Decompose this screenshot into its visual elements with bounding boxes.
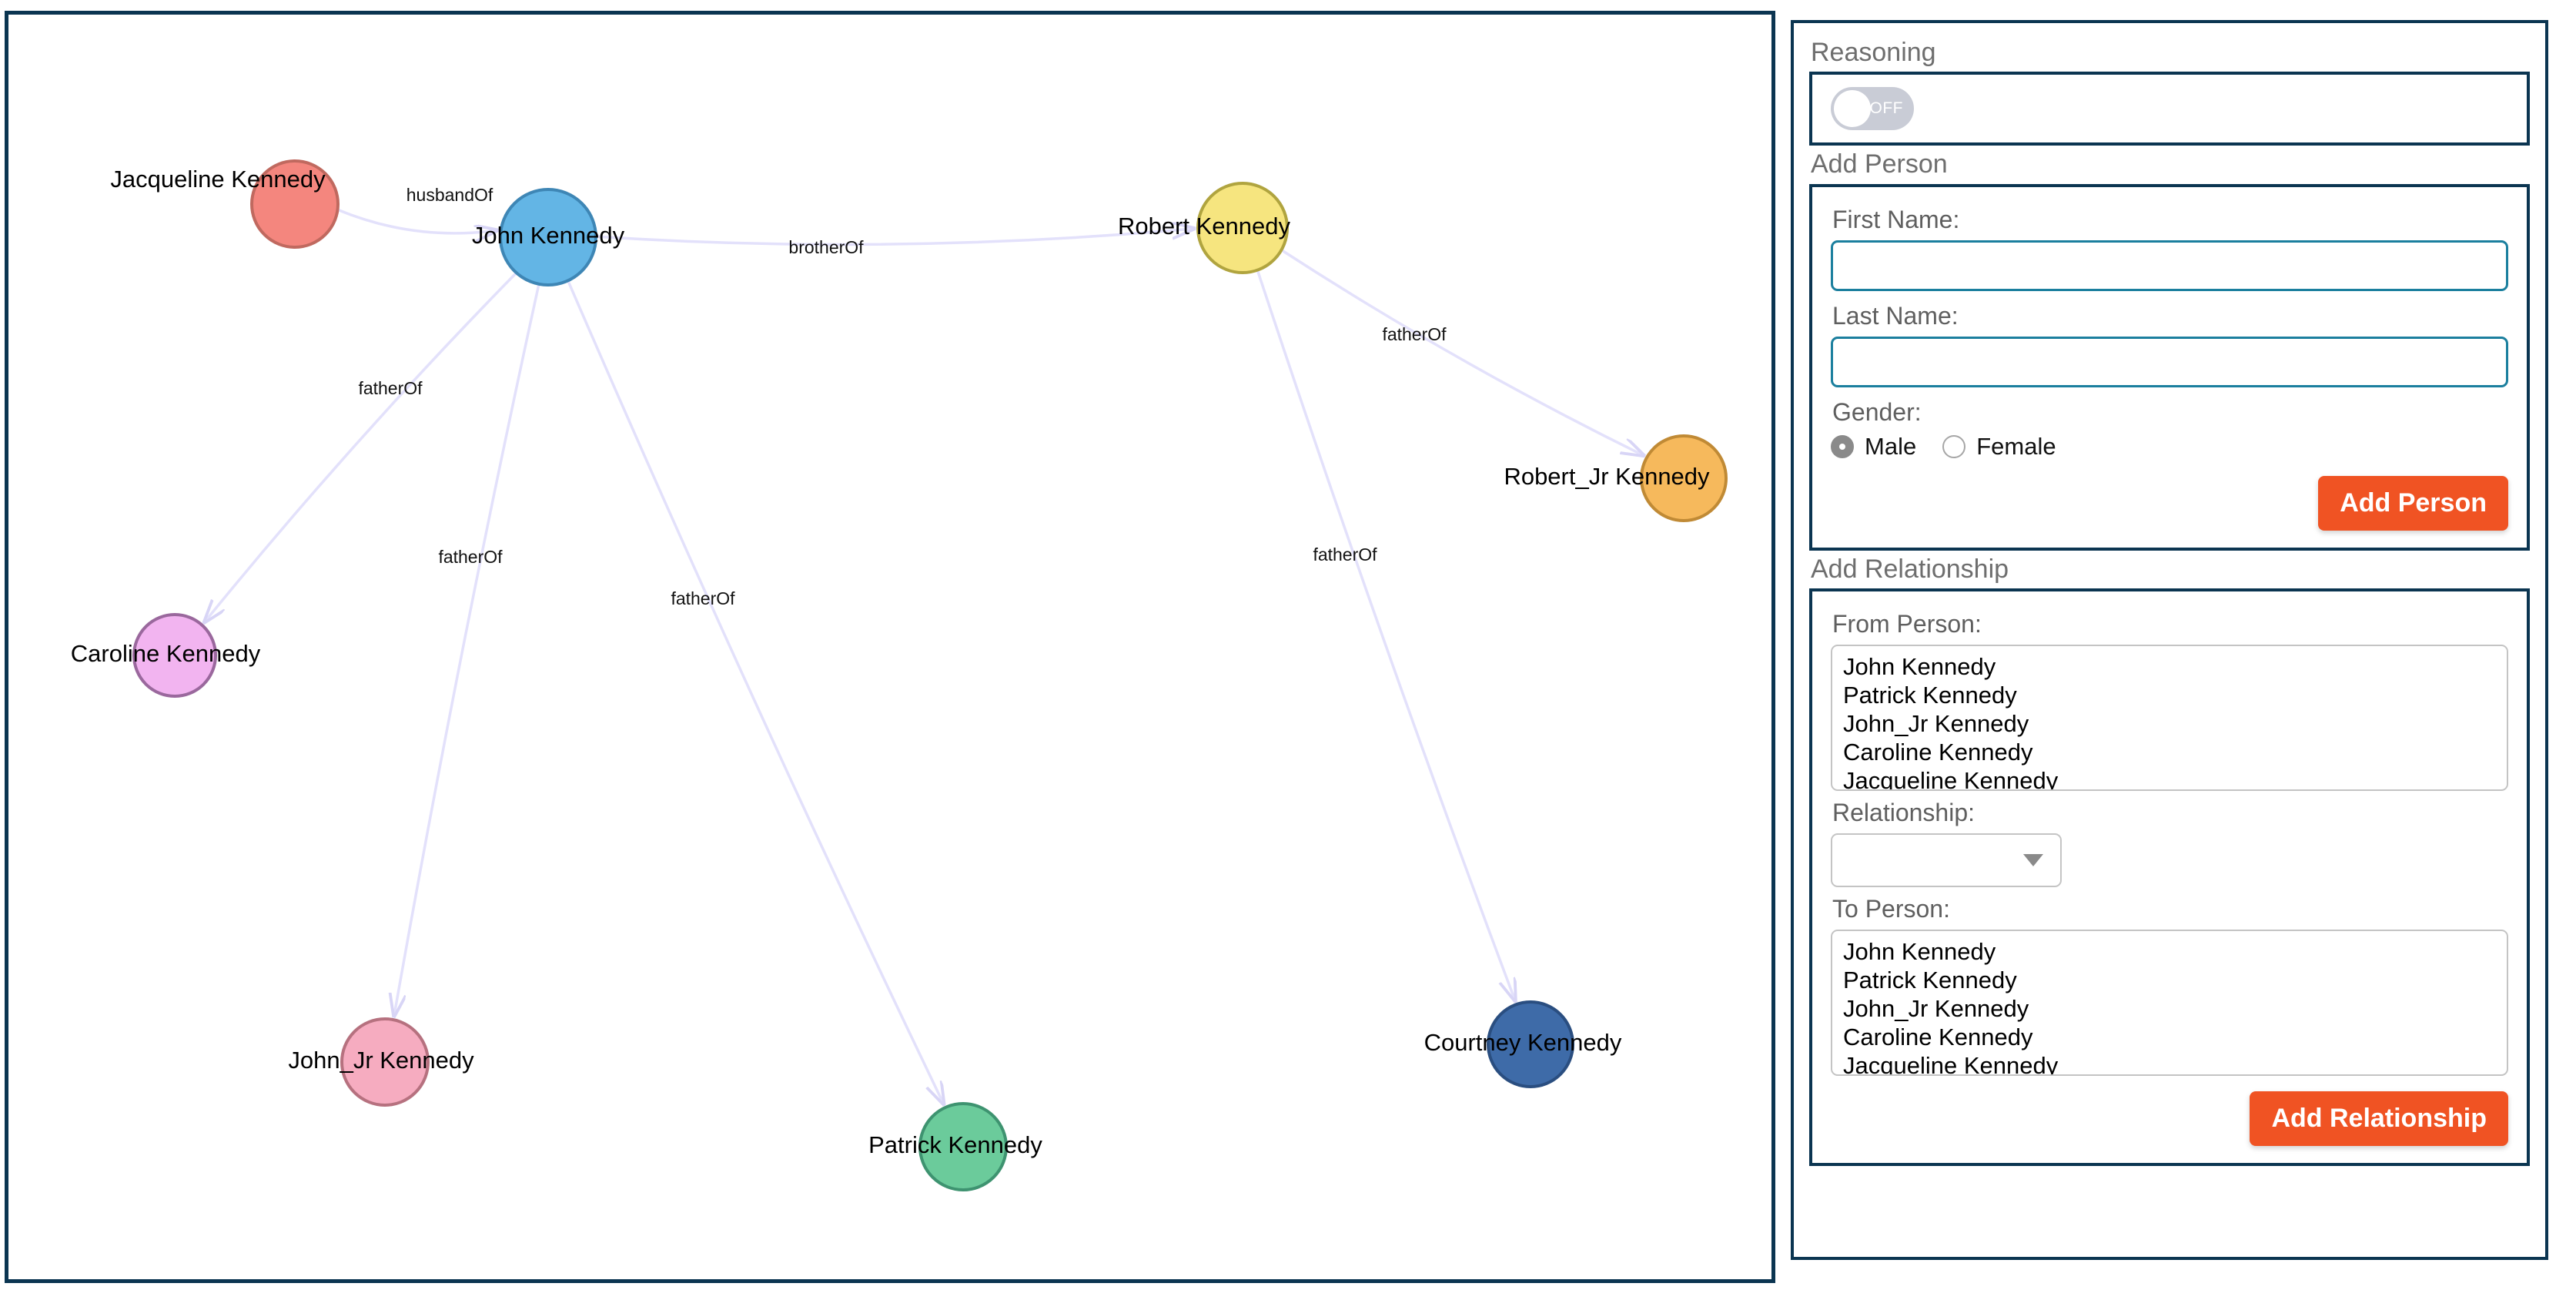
list-item[interactable]: Caroline Kennedy [1843,739,2033,766]
graph-edge [394,283,540,1015]
to-person-label: To Person: [1832,895,1950,923]
reasoning-toggle[interactable]: OFF [1831,87,1914,131]
graph-node[interactable]: Caroline Kennedy [71,613,261,698]
graph-node-circle[interactable] [918,1102,1008,1191]
last-name-input[interactable] [1831,336,2508,387]
from-person-label: From Person: [1832,610,1982,638]
graph-node[interactable]: Courtney Kennedy [1424,1000,1622,1088]
graph-node-label: Robert Kennedy [1118,213,1291,240]
graph-node[interactable]: John Kennedy [472,188,625,286]
reasoning-section-title: Reasoning [1811,38,1936,67]
graph-node-circle[interactable] [250,159,340,249]
reasoning-group: OFF [1809,72,2530,146]
add-person-button-row: Add Person [1831,475,2508,531]
list-item[interactable]: Caroline Kennedy [1843,1024,2033,1051]
graph-node[interactable]: Robert_Jr Kennedy [1504,434,1728,522]
graph-node-label: Caroline Kennedy [71,640,261,667]
graph-edge-label: brotherOf [788,237,864,257]
knowledge-graph[interactable]: husbandOf brotherOf fatherOf fatherOf father… [8,15,1771,1279]
relationship-select[interactable] [1831,833,2062,888]
graph-node[interactable]: Patrick Kennedy [868,1102,1042,1191]
graph-edge-labels: husbandOf brotherOf fatherOf fatherOf father… [358,185,1447,608]
gender-radio-male[interactable] [1831,434,1854,458]
graph-node-label: John Kennedy [472,222,625,249]
graph-edge [567,280,944,1103]
graph-edge [1256,270,1514,1000]
graph-node-label: John_Jr Kennedy [288,1047,474,1074]
list-item[interactable]: John_Jr Kennedy [1843,710,2029,738]
graph-node-circle[interactable] [132,613,217,698]
gender-radio-female[interactable] [1942,434,1966,458]
graph-node-circle[interactable] [1640,434,1728,522]
graph-node-circle[interactable] [340,1017,430,1107]
add-person-group: First Name: Last Name: Gender: Male Fema… [1809,183,2530,551]
list-item[interactable]: John Kennedy [1843,938,1996,966]
first-name-input[interactable] [1831,240,2508,291]
graph-edge-label: fatherOf [1313,544,1377,565]
list-item[interactable]: Patrick Kennedy [1843,682,2017,709]
list-item[interactable]: Jacqueline Kennedy [1843,767,2059,792]
toggle-state-label: OFF [1869,99,1903,118]
graph-node-label: Jacqueline Kennedy [110,166,326,193]
graph-edge [595,229,1193,246]
first-name-label: First Name: [1832,205,1960,233]
graph-edge [1280,249,1642,455]
graph-node-label: Patrick Kennedy [868,1131,1042,1158]
graph-edge-label: fatherOf [1382,324,1447,344]
add-person-button[interactable]: Add Person [2318,475,2508,531]
graph-node-label: Robert_Jr Kennedy [1504,463,1710,490]
graph-node[interactable]: Robert Kennedy [1118,182,1291,274]
toggle-knob [1834,90,1871,128]
graph-canvas-panel[interactable]: husbandOf brotherOf fatherOf fatherOf father… [5,11,1775,1283]
graph-edge [205,272,517,622]
graph-edge-label: fatherOf [358,378,423,398]
graph-edge-label: fatherOf [671,588,735,608]
list-item[interactable]: Patrick Kennedy [1843,967,2017,994]
gender-radio-group: Male Female [1831,433,2508,461]
graph-node-label: Courtney Kennedy [1424,1029,1622,1056]
graph-node-circle[interactable] [1196,182,1289,274]
control-sidebar: Reasoning OFF Add Person First Name: Las… [1791,20,2548,1260]
add-relationship-button-row: Add Relationship [1831,1091,2508,1147]
last-name-label: Last Name: [1832,301,1959,330]
add-relationship-section-title: Add Relationship [1811,554,2009,584]
graph-edges [205,208,1643,1103]
list-item[interactable]: Jacqueline Kennedy [1843,1052,2059,1077]
graph-node[interactable]: John_Jr Kennedy [288,1017,474,1107]
graph-node[interactable]: Jacqueline Kennedy [110,159,340,249]
add-person-section-title: Add Person [1811,149,1948,179]
graph-edge-label: husbandOf [406,185,493,205]
list-item[interactable]: John_Jr Kennedy [1843,995,2029,1023]
graph-node-circle[interactable] [1487,1000,1574,1088]
graph-edge-label: fatherOf [438,547,503,567]
gender-option-female-label: Female [1976,432,2056,460]
chevron-down-icon [2023,854,2043,867]
list-item[interactable]: John Kennedy [1843,653,1996,681]
gender-label: Gender: [1832,397,1922,426]
graph-edge [336,208,497,233]
add-relationship-button[interactable]: Add Relationship [2250,1091,2508,1147]
relationship-label: Relationship: [1832,799,1975,827]
graph-node-circle[interactable] [499,188,597,286]
gender-option-male-label: Male [1865,432,1917,460]
